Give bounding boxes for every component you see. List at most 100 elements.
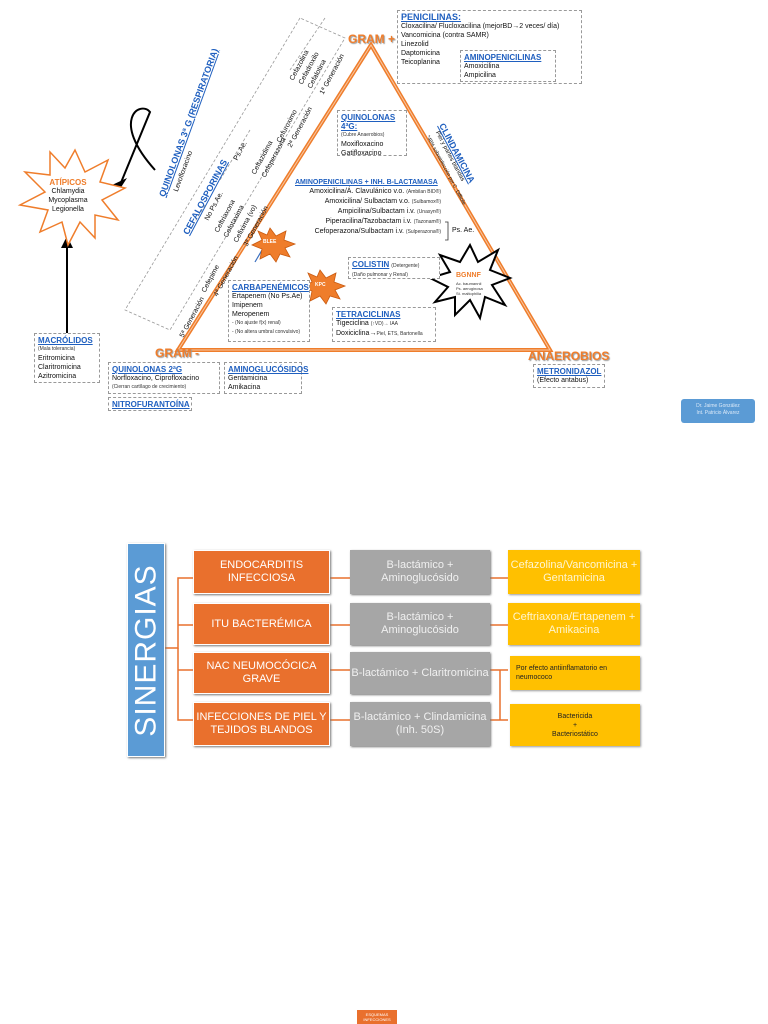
example-endocarditis: Cefazolina/Vancomicina + Gentamicina — [508, 550, 640, 594]
credit-line: Int. Patricio Álvarez — [696, 410, 740, 416]
aminopen-inh-note: (Ambilan BID®) — [406, 189, 441, 195]
quinolonas2-line2: (Cierran cartílago de crecimiento) — [112, 384, 187, 390]
aminoglucosidos-box: AMINOGLUCÓSIDOS Gentamicina Amikacina — [224, 362, 309, 394]
aminopen-inh-note: (Unasyn®) — [417, 209, 441, 215]
carbapenemico-item: Ertapenem (No Ps.Ae) — [232, 293, 303, 300]
doxiciclina-label: Doxiciclina→ — [336, 330, 377, 337]
aminopen-inh-row: Cefoperazona/Sulbactam i.v. — [314, 228, 404, 235]
aminopen-inh-note: (Sulperazona®) — [405, 229, 441, 235]
penicilina-item: Cloxacilina/ Flucloxacilina (mejorBD→2 v… — [401, 23, 560, 30]
combo-nac: B-lactámico + Claritromicina — [350, 652, 490, 694]
colistin-note: (Detergente) — [391, 263, 420, 269]
nitrofurantoina-box: NITROFURANTOÍNA — [108, 397, 192, 411]
quinolonas4-box: QUINOLONAS 4ªG: (Cubre Anaerobios) Moxif… — [337, 110, 407, 157]
credit-line: Dr. Jaime González — [696, 403, 740, 409]
quinolonas2-title: QUINOLONAS 2ªG — [112, 365, 183, 374]
atipicos-text: ATÍPICOS Chlamydia Mycoplasma Legionella — [38, 178, 98, 214]
bgnnf-item: Ac. baumannii — [456, 281, 482, 286]
sinergias-title-box: SINERGIAS — [127, 543, 165, 757]
quinolonas2-line1: Norfloxacino, Ciprofloxacino — [112, 375, 200, 382]
macrolidos-note: (Mala tolerancia) — [38, 346, 76, 352]
condition-endocarditis: ENDOCARDITIS INFECCIOSA — [193, 550, 330, 594]
penicilinas-title: PENICILINAS: — [401, 12, 462, 22]
aminopen-inh-row: Amoxicilina/ Sulbactam v.o. — [324, 198, 410, 205]
gram-positive-label: GRAM + — [348, 32, 396, 46]
footer-badge-line: ESQUEMAS — [365, 1012, 389, 1017]
atipicos-star — [17, 148, 128, 248]
example-nac: Por efecto antiinflamatorio en neumococo — [510, 656, 640, 690]
aminopen-inh-note: (Sulbamox®) — [411, 199, 441, 205]
tigeciclina-label: Tigeciclina — [336, 320, 369, 327]
condition-piel: INFECCIONES DE PIEL Y TEJIDOS BLANDOS — [193, 702, 330, 746]
kpc-label: KPC — [315, 282, 326, 288]
blee-burst — [251, 227, 297, 263]
sinergias-connectors — [165, 577, 508, 721]
atipico-item: Chlamydia — [51, 188, 85, 195]
example-piel: Bactericida + Bacteriostático — [510, 704, 640, 746]
atipico-item: Legionella — [52, 206, 84, 213]
penicilina-item: Vancomicina (contra SAMR) — [401, 32, 489, 39]
aminopen-inh-row: Amoxicilina/Á. Clavulánico v.o. — [309, 188, 405, 195]
aminoglucosido-item: Gentamicina — [228, 375, 268, 382]
macrolido-item: Claritromicina — [38, 364, 81, 371]
aminopenicilinas-title: AMINOPENICILINAS — [464, 53, 542, 62]
bgnnf-title: BGNNF — [456, 272, 481, 279]
bgnnf-item: St. maltophilia — [456, 291, 482, 296]
gram-negative-label: GRAM - — [155, 346, 199, 360]
penicilina-item: Teicoplanina — [401, 59, 440, 66]
cephalosporin-separators — [124, 17, 346, 331]
atipicos-title: ATÍPICOS — [49, 178, 87, 187]
colistin-box: COLISTIN (Detergente) (Daño pulmonar y R… — [348, 257, 440, 279]
blee-label: BLEE — [263, 239, 277, 245]
atipico-item: Mycoplasma — [48, 197, 88, 204]
example-piel-line: Bactericida — [557, 712, 593, 720]
macrolidos-title: MACRÓLIDOS — [38, 336, 93, 345]
penicilina-item: Daptomicina — [401, 50, 440, 57]
carbapenemico-item: Imipenem — [232, 302, 263, 309]
aminopenicilina-item: Amoxicilina — [464, 63, 500, 70]
bgnnf-list: Ac. baumannii Ps. aeruginosa St. maltoph… — [456, 281, 483, 296]
combo-piel: B-lactámico + Clindamicina (Inh. 50S) — [350, 702, 490, 746]
macrolido-item: Eritromicina — [38, 355, 75, 362]
aminopen-inh-title: AMINOPENICILINAS + INH. B-LACTAMASA — [295, 179, 438, 186]
metronidazol-note: (Efecto antabus) — [537, 377, 589, 384]
metronidazol-title: METRONIDAZOL — [537, 367, 602, 376]
footer-badge-line: INFECCIONES — [363, 1017, 391, 1022]
footer-badge[interactable]: ESQUEMAS INFECCIONES — [357, 1010, 397, 1024]
arrow-quinolonas-atipicos — [119, 107, 156, 186]
credit-badge: Dr. Jaime González Int. Patricio Álvarez — [681, 399, 755, 423]
aminopen-inh-box: AMINOPENICILINAS + INH. B-LACTAMASA Amox… — [292, 176, 444, 244]
example-piel-line: + — [572, 721, 578, 729]
condition-nac: NAC NEUMOCÓCICA GRAVE — [193, 652, 330, 694]
quinolonas4-title: QUINOLONAS 4ªG: — [341, 113, 396, 131]
colistin-title: COLISTIN — [352, 260, 390, 269]
quinolonas2-box: QUINOLONAS 2ªG Norfloxacino, Ciprofloxac… — [108, 362, 220, 394]
combo-endocarditis: B-lactámico + Aminoglucósido — [350, 550, 490, 594]
aminoglucosidos-title: AMINOGLUCÓSIDOS — [228, 365, 309, 374]
penicilina-item: Linezolid — [401, 41, 429, 48]
doxiciclina-note: Piel, ETS, Bartonella — [376, 331, 423, 337]
colistin-line2: (Daño pulmonar y Renal) — [352, 272, 408, 278]
quinolonas4-note: (Cubre Anaerobios) — [341, 132, 385, 138]
tigeciclina-note: (↑VD)→ IAA — [370, 321, 398, 327]
condition-itu: ITU BACTERÉMICA — [193, 603, 330, 645]
nitrofurantoina-title: NITROFURANTOÍNA — [112, 400, 190, 409]
tetraciclinas-box: TETRACICLINAS Tigeciclina (↑VD)→ IAA Dox… — [332, 307, 436, 342]
carbapenemico-item: Meropenem — [232, 311, 270, 318]
example-piel-line: Bacteriostático — [552, 730, 598, 738]
aminopenicilinas-box: AMINOPENICILINAS Amoxicilina Ampicilina — [460, 50, 556, 82]
carbapenemico-note: - (No ajuste f(x) renal) — [232, 320, 281, 326]
macrolidos-box: MACRÓLIDOS (Mala tolerancia) Eritromicin… — [34, 333, 100, 383]
tetraciclinas-title: TETRACICLINAS — [336, 310, 401, 319]
combo-itu: B-lactámico + Aminoglucósido — [350, 603, 490, 645]
aminopen-inh-row: Ampicilina/Sulbactam i.v. — [337, 208, 416, 215]
sinergias-title: SINERGIAS — [129, 563, 163, 737]
carbapenemico-note: - (No altera umbral convulsivo) — [232, 329, 301, 335]
quinolona4-item: Gatifloxacino — [341, 150, 382, 157]
aminopen-inh-note: (Tazonam®) — [413, 219, 441, 225]
aminopenicilina-item: Ampicilina — [464, 72, 496, 79]
macrolido-item: Azitromicina — [38, 373, 77, 380]
ps-ae-label: Ps. Ae. — [452, 227, 475, 234]
carbapenemicos-title: CARBAPENÉMICOS — [232, 283, 309, 292]
bgnnf-item: Ps. aeruginosa — [456, 286, 483, 291]
